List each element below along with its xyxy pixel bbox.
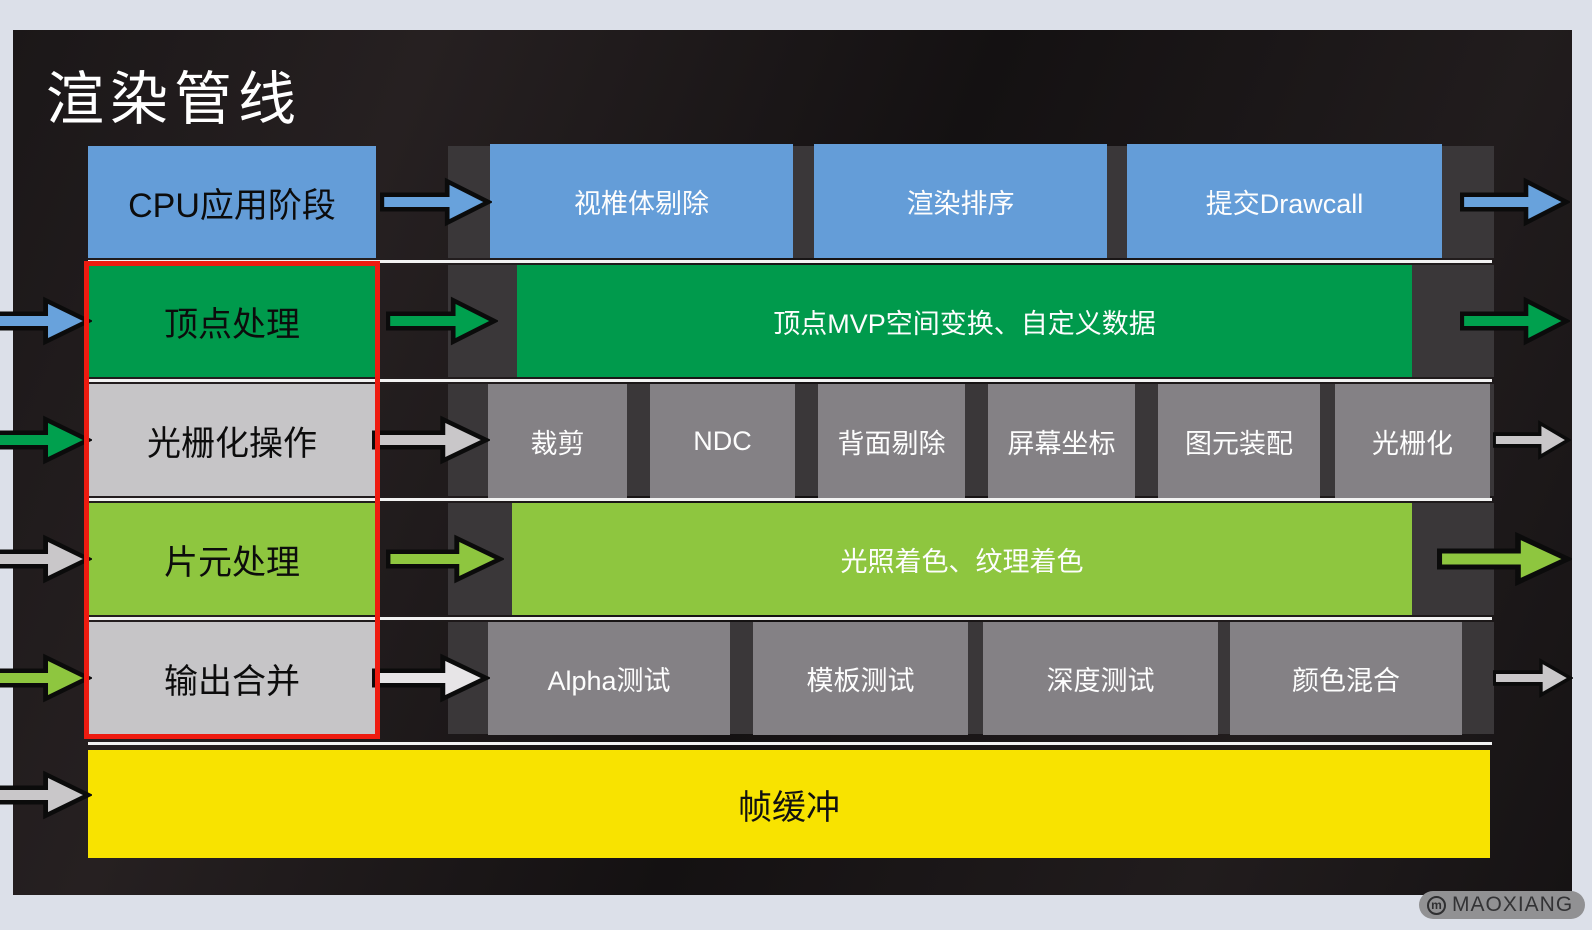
arrow-out-raster xyxy=(1493,418,1571,462)
substep-ndc: NDC xyxy=(650,384,795,498)
stage-fragment-processing: 片元处理 xyxy=(88,503,376,615)
arrow-fragment-to-substeps xyxy=(386,532,504,586)
watermark-badge: m MAOXIANG xyxy=(1419,891,1586,919)
stage-output-merge: 输出合并 xyxy=(88,622,376,734)
substep-label: 光照着色、纹理着色 xyxy=(840,546,1084,577)
arrow-in-merge xyxy=(0,651,92,705)
arrow-in-fragment xyxy=(0,532,92,586)
substep-vertex-mvp-transform: 顶点MVP空间变换、自定义数据 xyxy=(517,265,1412,377)
substep-lighting-texture-shading: 光照着色、纹理着色 xyxy=(512,503,1412,615)
substep-screen-coords: 屏幕坐标 xyxy=(988,384,1135,498)
substep-label: 光栅化 xyxy=(1372,428,1453,459)
substep-stencil-test: 模板测试 xyxy=(753,622,968,735)
substep-alpha-test: Alpha测试 xyxy=(488,622,730,735)
substep-label: 裁剪 xyxy=(530,428,585,459)
arrow-out-merge xyxy=(1493,656,1573,700)
arrow-in-vertex xyxy=(0,294,92,348)
substep-label: Alpha测试 xyxy=(547,666,671,696)
substep-rasterize: 光栅化 xyxy=(1335,384,1490,498)
substep-backface-culling: 背面剔除 xyxy=(818,384,965,498)
stage-label: 顶点处理 xyxy=(164,305,300,344)
row-separator xyxy=(88,260,1492,263)
row-separator xyxy=(88,379,1492,382)
gpu-stages-highlight-frame xyxy=(84,261,380,739)
substep-label: 渲染排序 xyxy=(906,188,1015,219)
stage-cpu-application: CPU应用阶段 xyxy=(88,146,376,258)
substep-primitive-assembly: 图元装配 xyxy=(1158,384,1320,498)
substep-label: NDC xyxy=(693,425,752,456)
substep-depth-test: 深度测试 xyxy=(983,622,1218,735)
substep-render-sorting: 渲染排序 xyxy=(814,144,1107,258)
substep-label: 提交Drawcall xyxy=(1205,188,1364,219)
arrow-in-framebuffer xyxy=(0,768,92,822)
row-separator xyxy=(88,498,1492,501)
substep-label: 颜色混合 xyxy=(1292,666,1400,696)
stage-vertex-processing: 顶点处理 xyxy=(88,265,376,377)
substep-label: 模板测试 xyxy=(806,666,915,696)
stage-label: 输出合并 xyxy=(164,662,300,701)
substep-label: 图元装配 xyxy=(1185,428,1293,459)
substep-label: 背面剔除 xyxy=(837,428,946,459)
arrow-raster-to-substeps xyxy=(372,413,490,467)
substep-submit-drawcall: 提交Drawcall xyxy=(1127,144,1442,258)
substep-label: 深度测试 xyxy=(1046,666,1155,696)
stage-label: 光栅化操作 xyxy=(147,424,317,463)
framebuffer-bar: 帧缓冲 xyxy=(88,750,1490,858)
substep-clipping: 裁剪 xyxy=(488,384,627,498)
stage-rasterization: 光栅化操作 xyxy=(88,384,376,496)
watermark-text: MAOXIANG xyxy=(1452,893,1574,916)
arrow-in-raster xyxy=(0,413,92,467)
substep-frustum-culling: 视椎体剔除 xyxy=(490,144,793,258)
framebuffer-label: 帧缓冲 xyxy=(738,788,840,827)
arrow-cpu-to-substeps xyxy=(380,175,492,229)
arrow-out-cpu xyxy=(1460,175,1570,229)
row-separator xyxy=(88,617,1492,620)
row-separator xyxy=(88,742,1492,745)
maoxiang-logo-icon: m xyxy=(1427,895,1446,915)
substep-color-blend: 颜色混合 xyxy=(1230,622,1462,735)
arrow-merge-to-substeps xyxy=(372,651,490,705)
stage-label: 片元处理 xyxy=(164,543,300,582)
substep-label: 屏幕坐标 xyxy=(1007,428,1116,459)
substep-label: 视椎体剔除 xyxy=(574,188,709,219)
arrow-out-fragment xyxy=(1437,529,1572,589)
stage-label: CPU应用阶段 xyxy=(128,186,336,225)
arrow-vertex-to-substeps xyxy=(386,294,498,348)
arrow-out-vertex xyxy=(1460,294,1570,348)
substep-label: 顶点MVP空间变换、自定义数据 xyxy=(773,308,1156,339)
slide-title: 渲染管线 xyxy=(46,67,303,132)
